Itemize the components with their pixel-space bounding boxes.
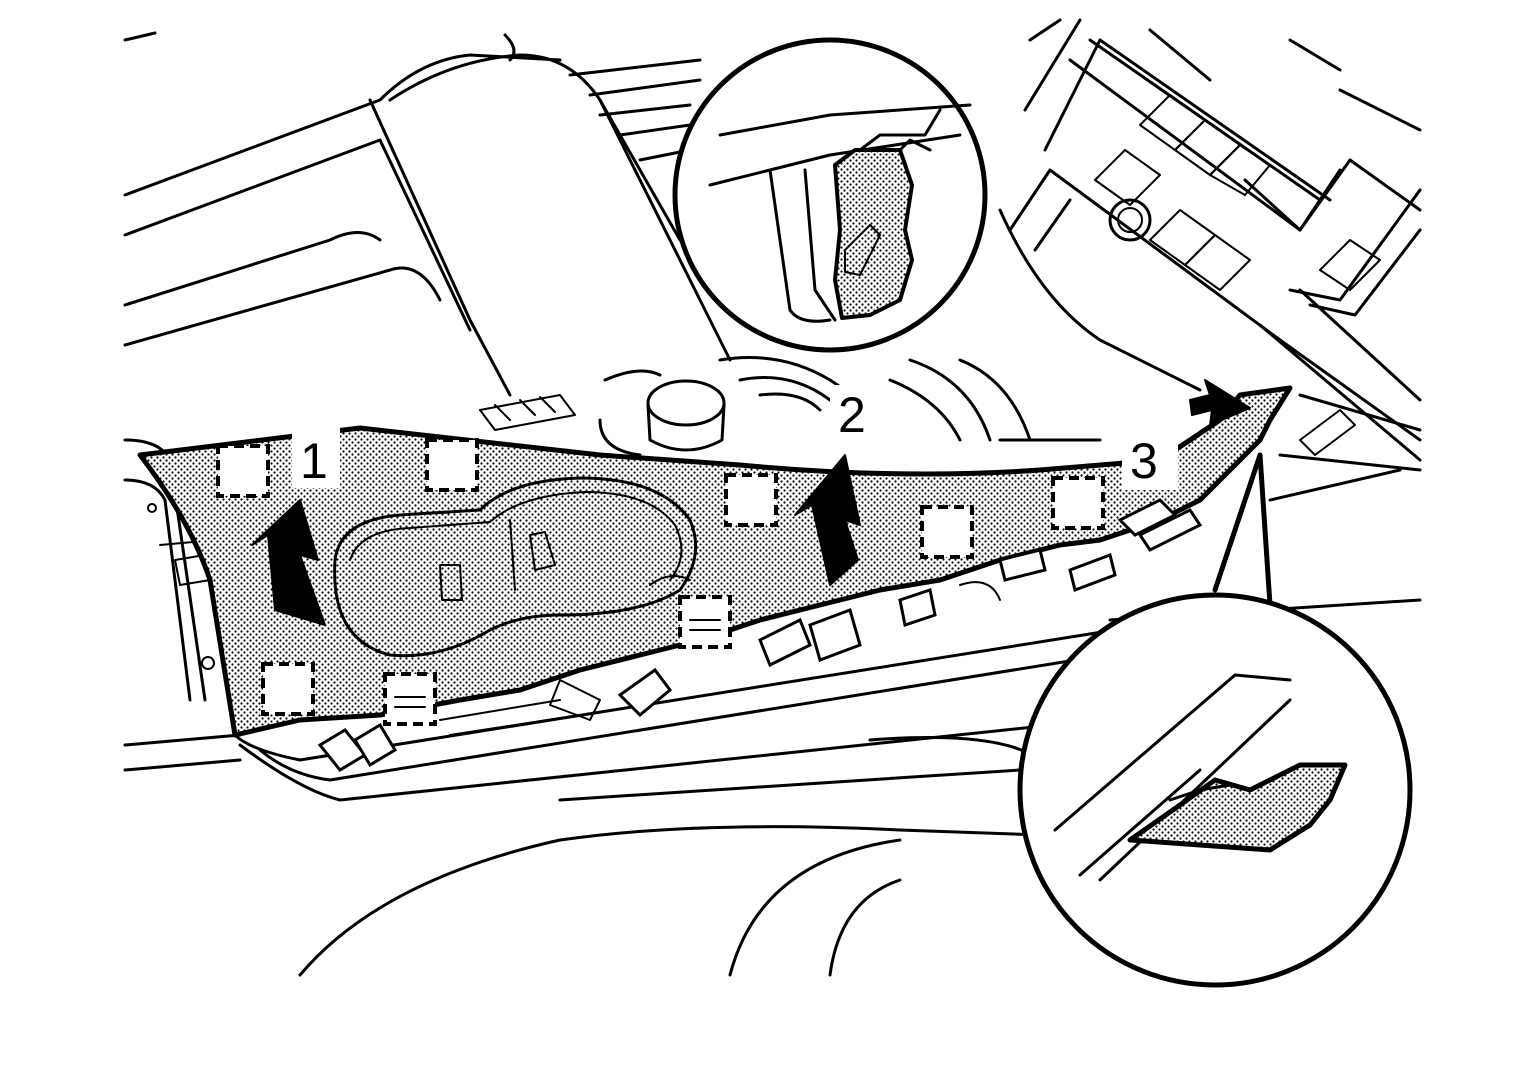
lower-edge-hardware: [233, 498, 1242, 782]
removal-arrows: [251, 379, 1251, 626]
lift-arrow-2: [794, 454, 861, 586]
clip: [261, 662, 315, 716]
callout-1: 1: [300, 433, 328, 489]
callout-2: 2: [838, 387, 866, 443]
callout-3: 3: [1130, 433, 1158, 489]
detail-view-clip: [672, 37, 988, 353]
detail-view-tab: [1017, 452, 1413, 988]
clip: [383, 672, 437, 726]
clip: [724, 473, 778, 527]
clip: [216, 444, 270, 498]
clip: [1051, 476, 1105, 530]
callout-labels: 1 2 3: [292, 385, 1178, 490]
clip: [678, 595, 732, 649]
pull-arrow-3: [1189, 379, 1251, 426]
clip: [920, 505, 974, 559]
retaining-clips: [216, 438, 1105, 726]
lift-arrow-1: [251, 499, 326, 626]
clip: [425, 438, 479, 492]
interior-background-lines: [123, 18, 1422, 977]
